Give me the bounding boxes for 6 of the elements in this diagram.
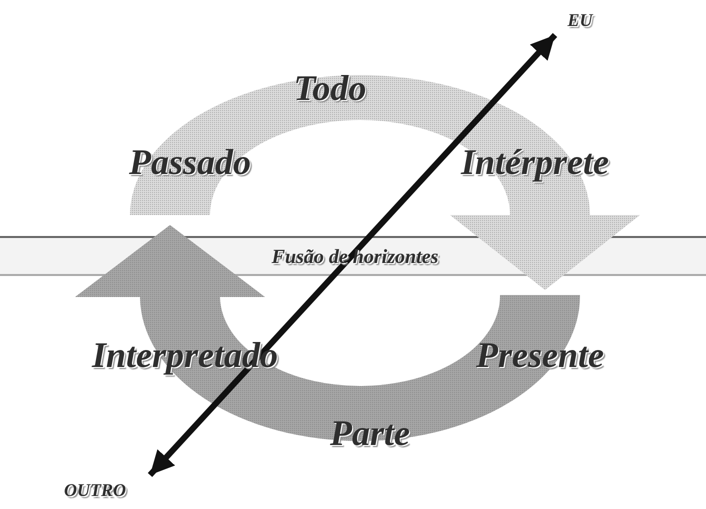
arc-label: Passado bbox=[129, 144, 251, 180]
arc-label: Intérprete bbox=[461, 144, 609, 180]
arc-label: Todo bbox=[294, 70, 366, 106]
double-arrow bbox=[148, 32, 558, 478]
node-label: EU bbox=[567, 11, 592, 29]
node-label: OUTRO bbox=[64, 481, 126, 499]
